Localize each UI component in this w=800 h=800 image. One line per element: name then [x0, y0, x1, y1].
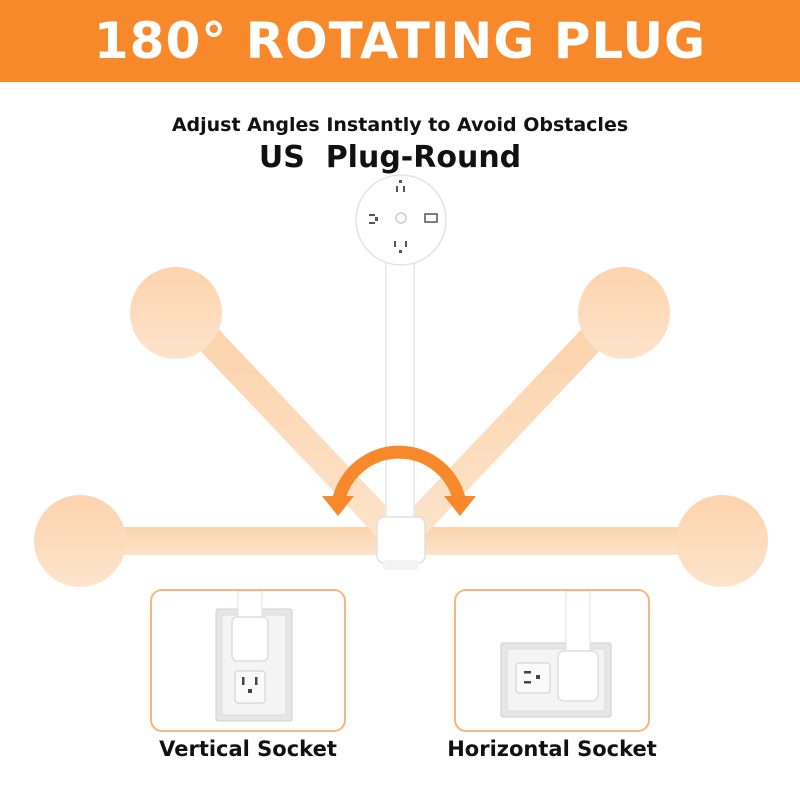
outlet-icon — [369, 180, 438, 253]
ghost-plug-right-diagonal — [389, 267, 670, 551]
ghost-plug-left-diagonal — [130, 267, 411, 551]
ghost-plug-left-horizontal — [34, 495, 400, 587]
rotation-arrow-icon — [322, 445, 476, 516]
outlet-icon — [234, 670, 266, 704]
subtitle: Adjust Angles Instantly to Avoid Obstacl… — [171, 114, 629, 136]
outlet-icon — [515, 662, 551, 694]
round-plug-main — [355, 174, 447, 570]
ghost-plug-right-horizontal — [400, 495, 768, 587]
horizontal-socket-caption: Horizontal Socket — [447, 737, 657, 761]
product-label: US Plug-Round — [258, 140, 522, 175]
vertical-socket-caption: Vertical Socket — [159, 737, 337, 761]
vertical-socket-panel — [150, 589, 346, 732]
page-title: 180° ROTATING PLUG — [93, 12, 707, 70]
header-banner: 180° ROTATING PLUG — [0, 0, 800, 82]
horizontal-socket-panel — [454, 589, 650, 732]
